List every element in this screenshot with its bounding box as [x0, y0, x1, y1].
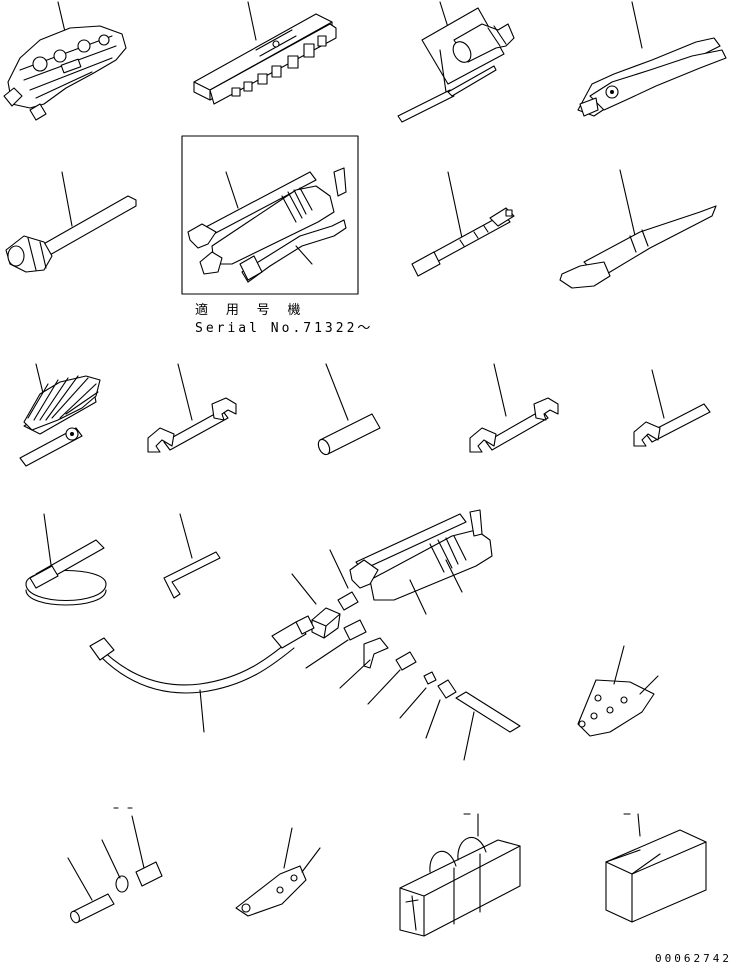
adapter-icon [67, 807, 163, 924]
spanner-icon [469, 363, 559, 453]
plate-icon [235, 827, 321, 917]
grease-gun-icon [329, 509, 493, 615]
grease-gun-icon [187, 167, 347, 283]
tool-box-icon [605, 813, 707, 923]
feeler-gauge-icon [19, 363, 101, 467]
grease-gun-box [181, 135, 359, 295]
spanner-icon [147, 363, 237, 453]
pry-bar-icon [559, 169, 717, 289]
grease-hose-icon [89, 615, 315, 733]
wrench-set-icon [3, 1, 127, 121]
plate-icon [577, 645, 659, 737]
filter-wrench-icon [25, 513, 107, 606]
hammer-icon [5, 171, 137, 273]
pin-icon [317, 363, 381, 456]
serial-number-note: Serial No.71322～ [195, 321, 374, 336]
extension-bar-icon [411, 171, 515, 277]
spanner-icon [633, 369, 711, 447]
adapter-icon [305, 619, 521, 761]
socket-set-icon [193, 1, 337, 105]
tool-bag-icon [399, 813, 521, 937]
screwdriver-icon [397, 1, 515, 123]
drawing-number: 00062742 [655, 952, 732, 965]
adapter-icon [291, 573, 341, 639]
applicability-note-label: 適 用 号 機 [195, 303, 306, 318]
pliers-icon [577, 1, 727, 117]
hex-key-icon [163, 513, 221, 599]
